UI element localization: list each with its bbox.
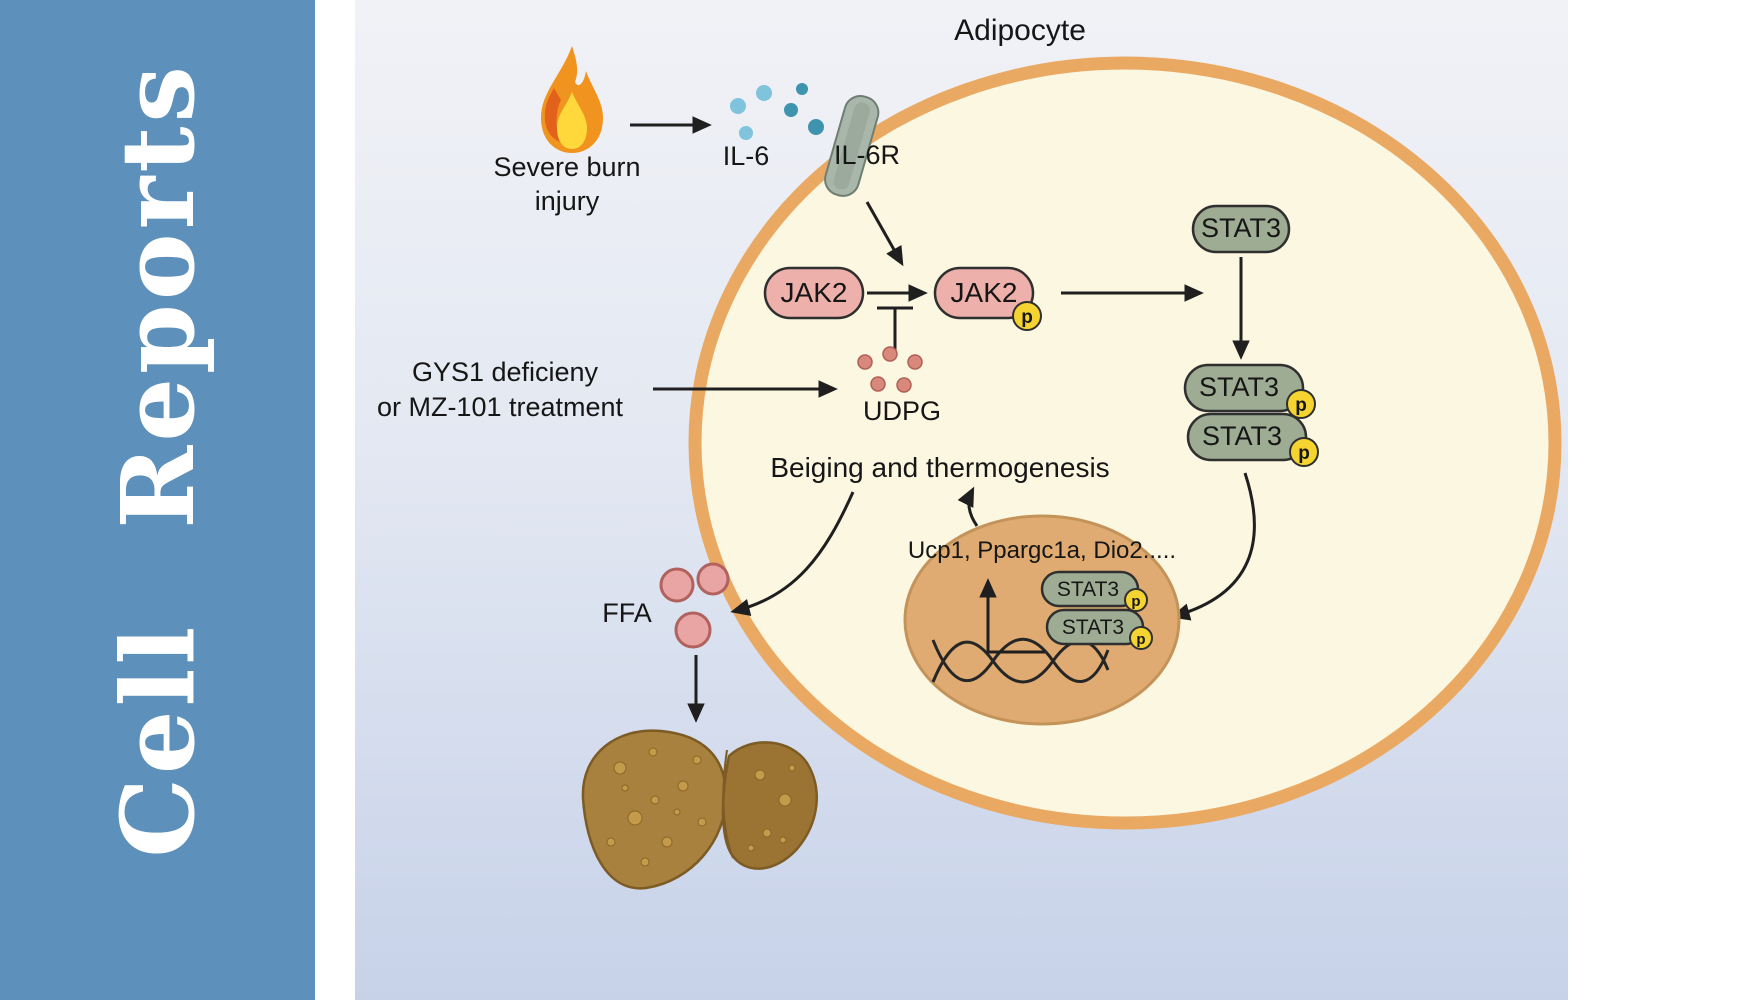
il6-dot xyxy=(784,103,798,117)
liver-texture-spots xyxy=(606,747,796,867)
phospho-badge-label: p xyxy=(1295,395,1307,416)
phospho-badge-label: p xyxy=(1021,307,1033,328)
jak2-box xyxy=(763,266,865,320)
phospho-badge-label: p xyxy=(1131,593,1140,610)
liver-icon xyxy=(581,729,818,890)
adipocyte-cell-membrane xyxy=(688,56,1562,830)
ffa-label: FFA xyxy=(602,598,652,628)
nuclear-stat3-dimer: STAT3 p STAT3 p xyxy=(1040,570,1153,650)
jak2-phospho-box xyxy=(933,266,1035,320)
il6-dot xyxy=(739,126,753,140)
arrow-nucleus-to-beiging xyxy=(957,486,979,527)
udpg-dots xyxy=(857,346,923,393)
udpg-label: UDPG xyxy=(863,396,941,426)
fire-icon xyxy=(541,46,603,153)
udpg-dot xyxy=(882,346,898,362)
phospho-badge-label: p xyxy=(1298,443,1310,464)
beiging-label: Beiging and thermogenesis xyxy=(770,452,1109,483)
journal-sidebar: Cell Reports xyxy=(0,0,315,1000)
liver-right-lobe xyxy=(721,741,818,870)
il6-label: IL-6 xyxy=(723,141,770,171)
treatment-label-line2: or MZ-101 treatment xyxy=(377,392,624,422)
udpg-dot xyxy=(907,354,923,370)
jak2-label: JAK2 xyxy=(781,277,848,308)
il6-dots xyxy=(730,83,824,140)
target-genes-label: Ucp1, Ppargc1a, Dio2..... xyxy=(908,537,1176,564)
phospho-badge-label: p xyxy=(1136,631,1145,648)
stat3-phospho-dimer: STAT3 p STAT3 p xyxy=(1183,363,1319,467)
adipocyte-title: Adipocyte xyxy=(954,14,1086,47)
ffa-droplets xyxy=(659,562,730,649)
jak2-phospho-label: JAK2 xyxy=(951,277,1018,308)
nuclear-stat3-label2: STAT3 xyxy=(1062,616,1124,639)
udpg-dot xyxy=(896,377,912,393)
figure-panel: Adipocyte Severe burn injury IL-6 xyxy=(355,0,1568,1000)
arrow-beiging-to-ffa xyxy=(730,491,855,616)
nucleus xyxy=(903,514,1181,726)
ffa-droplet xyxy=(696,562,730,596)
ffa-droplet xyxy=(674,611,712,649)
phospho-badge xyxy=(1129,626,1153,650)
stat3-label: STAT3 xyxy=(1201,213,1281,243)
udpg-dot xyxy=(870,376,886,392)
il6-dot xyxy=(756,85,772,101)
phospho-badge xyxy=(1289,437,1319,467)
arrow-transcription xyxy=(979,578,1045,654)
il6-dot xyxy=(730,98,746,114)
pathway-diagram: Adipocyte Severe burn injury IL-6 xyxy=(377,14,1562,890)
treatment-label-line1: GYS1 deficieny xyxy=(412,357,599,387)
stat3-dimer-box1 xyxy=(1183,363,1305,413)
il6-dot xyxy=(796,83,808,95)
phospho-badge xyxy=(1012,301,1042,331)
stat3-dimer-label2: STAT3 xyxy=(1202,421,1282,451)
liver-fissure xyxy=(722,749,734,859)
flame-inner xyxy=(557,92,587,149)
burn-label-line1: Severe burn xyxy=(493,152,640,182)
burn-label-line2: injury xyxy=(535,186,600,216)
journal-title: Cell Reports xyxy=(98,62,217,858)
inhibition-tbar xyxy=(877,306,913,350)
arrow-il6r-to-jak2 xyxy=(865,201,904,267)
stat3-dimer-box2 xyxy=(1186,412,1308,462)
stat3-dimer-label1: STAT3 xyxy=(1199,372,1279,402)
il6r-label: IL-6R xyxy=(834,140,900,170)
ffa-droplet xyxy=(659,567,695,603)
arrow-dimer-to-nucleus xyxy=(1170,472,1256,621)
udpg-dot xyxy=(857,354,873,370)
phospho-badge xyxy=(1124,588,1148,612)
il6-dot xyxy=(808,119,824,135)
il6r-receptor-icon xyxy=(824,95,880,197)
flame-mid xyxy=(544,88,561,142)
nuclear-stat3-label1: STAT3 xyxy=(1057,578,1119,601)
stat3-box xyxy=(1191,204,1291,254)
phospho-badge xyxy=(1286,389,1316,419)
